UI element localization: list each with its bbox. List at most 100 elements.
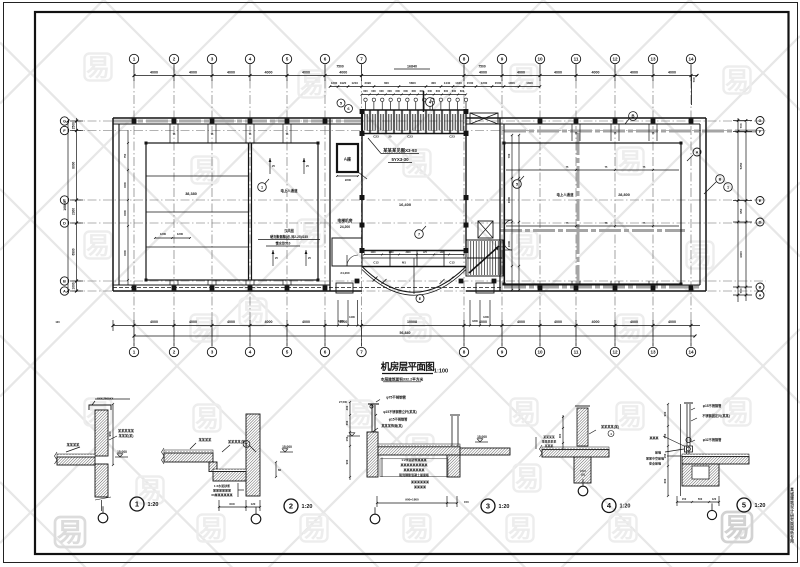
svg-text:某某某某某: 某某某某某 (118, 428, 135, 433)
svg-text:φ15不锈钢管立杆(某某): φ15不锈钢管立杆(某某) (383, 409, 416, 414)
svg-text:2: 2 (173, 350, 176, 355)
svg-text:1: 1 (133, 57, 136, 62)
svg-text:易: 易 (199, 516, 223, 543)
svg-text:某: 某 (789, 487, 794, 492)
svg-text:1:2水泥砂浆某某某: 1:2水泥砂浆某某某 (401, 457, 426, 462)
svg-text:600: 600 (396, 89, 401, 93)
svg-text:某某某某某某某: 某某某某某某某 (403, 467, 424, 472)
svg-text:1000: 1000 (508, 81, 515, 85)
svg-text:24,200: 24,200 (340, 225, 350, 229)
svg-text:1:20: 1:20 (619, 504, 630, 510)
svg-text:1000: 1000 (370, 252, 376, 254)
svg-text:120: 120 (55, 320, 60, 324)
svg-text:4000: 4000 (227, 71, 235, 75)
svg-text:1:20: 1:20 (498, 504, 509, 510)
svg-text:安全玻璃: 安全玻璃 (649, 461, 661, 466)
svg-text:E: E (63, 197, 66, 202)
svg-text:75: 75 (605, 222, 608, 225)
svg-text:700: 700 (739, 288, 743, 293)
svg-text:13: 13 (650, 57, 656, 62)
svg-text:15,000: 15,000 (282, 445, 292, 449)
svg-text:某某某某: 某某某某 (199, 437, 213, 442)
svg-text:某某某某某某某某某: 某某某某某某某某某 (400, 462, 427, 467)
svg-text:电上人通道: 电上人通道 (557, 192, 575, 197)
svg-text:易: 易 (512, 233, 536, 260)
svg-text:4000: 4000 (227, 320, 235, 324)
svg-text:B: B (719, 178, 722, 182)
svg-text:某某某某(某): 某某某某(某) (601, 424, 619, 429)
svg-text:400: 400 (345, 405, 349, 410)
svg-text:150: 150 (345, 436, 349, 441)
svg-text:10: 10 (537, 57, 543, 62)
svg-text:机房层平面图: 机房层平面图 (381, 361, 435, 373)
svg-text:2: 2 (246, 442, 248, 446)
svg-text:16,400: 16,400 (399, 202, 412, 207)
svg-text:3: 3 (211, 57, 214, 62)
svg-text:75: 75 (286, 133, 289, 136)
svg-text:易: 易 (508, 516, 532, 543)
svg-text:纸: 纸 (790, 530, 794, 535)
svg-text:φ75不锈钢管: φ75不锈钢管 (386, 395, 406, 400)
svg-text:600: 600 (412, 89, 417, 93)
svg-text:4000: 4000 (554, 71, 562, 75)
svg-text:4000: 4000 (517, 71, 525, 75)
svg-text:某某某: 某某某 (544, 443, 554, 448)
svg-text:1030: 1030 (455, 81, 462, 85)
svg-text:1920: 1920 (340, 81, 347, 85)
svg-text:600: 600 (436, 89, 441, 93)
svg-text:16840: 16840 (407, 65, 417, 69)
svg-text:28,800: 28,800 (618, 193, 630, 197)
svg-text:易: 易 (195, 406, 219, 433)
svg-text:不锈钢固定片(某某): 不锈钢固定片(某某) (702, 413, 730, 418)
svg-text:8000: 8000 (72, 161, 76, 168)
svg-text:易: 易 (725, 68, 749, 95)
svg-text:1500: 1500 (123, 210, 127, 216)
svg-text:1500: 1500 (123, 250, 127, 256)
svg-text:1300: 1300 (526, 81, 533, 85)
svg-text:1:20: 1:20 (301, 504, 312, 510)
svg-text:27,500: 27,500 (339, 400, 347, 404)
svg-text:设: 设 (790, 504, 794, 509)
svg-text:5: 5 (516, 183, 518, 187)
svg-text:25: 25 (306, 164, 309, 168)
svg-text:5: 5 (742, 501, 746, 510)
svg-text:4000: 4000 (189, 320, 197, 324)
svg-text:1: 1 (133, 350, 136, 355)
svg-text:700: 700 (507, 153, 511, 158)
svg-text:易: 易 (611, 516, 635, 543)
svg-text:7: 7 (418, 233, 420, 237)
svg-text:1:100: 1:100 (434, 369, 448, 375)
svg-text:1200: 1200 (177, 232, 184, 236)
svg-text:玻璃: 玻璃 (655, 450, 661, 455)
svg-text:600: 600 (363, 89, 368, 93)
svg-text:600: 600 (379, 89, 384, 93)
svg-text:15,000: 15,000 (477, 435, 487, 439)
svg-text:5: 5 (340, 101, 343, 106)
svg-text:12: 12 (612, 350, 618, 355)
svg-text:筑: 筑 (790, 500, 794, 505)
svg-text:4000: 4000 (339, 71, 347, 75)
svg-text:60: 60 (278, 468, 282, 472)
svg-text:究: 究 (790, 517, 794, 522)
svg-text:1210: 1210 (352, 81, 359, 85)
svg-text:75: 75 (249, 133, 252, 136)
svg-text:975: 975 (423, 252, 428, 254)
svg-text:150: 150 (464, 500, 469, 504)
svg-text:憎水珍510: 憎水珍510 (276, 241, 291, 246)
svg-text:M1: M1 (402, 261, 406, 265)
svg-text:4000: 4000 (592, 71, 600, 75)
svg-text:900: 900 (663, 411, 667, 416)
svg-text:C23: C23 (373, 135, 379, 139)
svg-text:3600: 3600 (405, 252, 411, 254)
svg-text:4000: 4000 (592, 320, 600, 324)
svg-text:350: 350 (345, 420, 349, 425)
svg-text:现浇钢筋混凝土屋面板: 现浇钢筋混凝土屋面板 (399, 472, 430, 477)
svg-text:56,840: 56,840 (400, 331, 411, 335)
svg-text:9: 9 (501, 57, 504, 62)
svg-text:4000: 4000 (554, 320, 562, 324)
svg-text:950: 950 (739, 208, 743, 213)
svg-text:1480: 1480 (388, 251, 394, 254)
svg-text:3: 3 (211, 350, 214, 355)
svg-text:A座: A座 (344, 156, 352, 163)
svg-text:8: 8 (463, 350, 466, 355)
